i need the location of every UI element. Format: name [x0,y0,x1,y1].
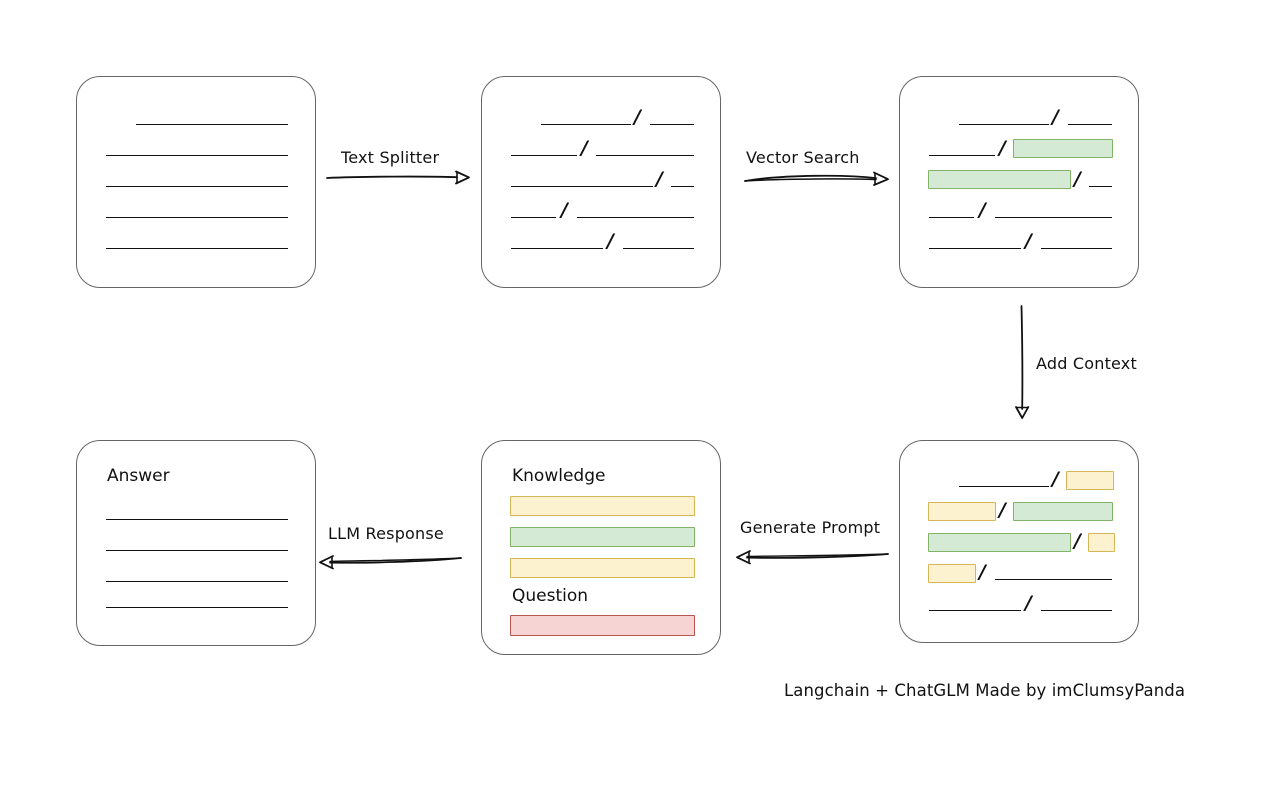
split-separator: / [1025,592,1032,614]
split-row-segment [1089,186,1112,187]
knowledge-bar[interactable] [510,496,695,516]
split-row-segment [929,610,1021,611]
split-separator: / [1025,230,1032,252]
prompt-box[interactable]: Knowledge Question [481,440,721,655]
split-row-segment [929,155,995,156]
question-label: Question [512,586,589,606]
vector-matched-document-box[interactable]: / / / / / [899,76,1139,288]
edge-label-llm-response: LLM Response [328,524,444,543]
footer-credit: Langchain + ChatGLM Made by imClumsyPand… [784,681,1186,700]
split-row-segment [541,124,631,125]
document-line [106,155,288,156]
split-separator: / [999,137,1006,159]
context-chunk-chip[interactable] [928,502,996,521]
split-separator: / [656,168,663,190]
split-separator: / [634,106,641,128]
arrow-llm-response [319,555,462,570]
split-row-segment [511,186,653,187]
matched-chunk-chip[interactable] [928,533,1071,552]
split-row-segment [1068,124,1112,125]
split-row-segment [929,217,974,218]
split-row-segment [995,579,1112,580]
split-separator: / [1074,530,1081,552]
split-row-segment [929,248,1021,249]
answer-line [106,550,288,551]
split-row-segment [650,124,694,125]
split-row-segment [671,186,694,187]
context-chunk-chip[interactable] [1088,533,1115,552]
split-row-segment [959,124,1049,125]
document-line [136,124,288,125]
matched-chunk-chip[interactable] [1013,502,1113,521]
document-line [106,186,288,187]
matched-chunk-chip[interactable] [1013,139,1113,158]
matched-chunk-chip[interactable] [928,170,1071,189]
split-row-segment [511,155,577,156]
answer-line [106,581,288,582]
split-separator: / [979,199,986,221]
answer-box[interactable]: Answer [76,440,316,646]
split-row-segment [1041,610,1112,611]
knowledge-bar[interactable] [510,558,695,578]
answer-line [106,519,288,520]
split-separator: / [999,499,1006,521]
context-chunk-chip[interactable] [1066,471,1114,490]
split-separator: / [561,199,568,221]
edge-label-text-splitter: Text Splitter [341,148,440,167]
context-chunk-chip[interactable] [928,564,976,583]
split-row-segment [995,217,1112,218]
arrow-add-context [1015,305,1030,419]
split-separator: / [607,230,614,252]
arrow-generate-prompt [736,550,889,565]
split-separator: / [581,137,588,159]
edge-label-vector-search: Vector Search [746,148,860,167]
document-line [106,248,288,249]
context-document-box[interactable]: / / / / / [899,440,1139,643]
split-separator: / [979,561,986,583]
split-separator: / [1052,468,1059,490]
answer-label: Answer [107,466,170,486]
split-row-segment [577,217,694,218]
edge-label-add-context: Add Context [1036,354,1137,373]
knowledge-bar[interactable] [510,527,695,547]
document-line [106,217,288,218]
answer-line [106,607,288,608]
split-row-segment [596,155,694,156]
split-document-box[interactable]: / / / / / [481,76,721,288]
split-separator: / [1074,168,1081,190]
split-row-segment [623,248,694,249]
knowledge-label: Knowledge [512,466,606,486]
question-bar[interactable] [510,615,695,636]
split-row-segment [511,248,603,249]
split-row-segment [511,217,556,218]
source-document-box[interactable] [76,76,316,288]
split-row-segment [1041,248,1112,249]
edge-label-generate-prompt: Generate Prompt [740,518,881,537]
split-separator: / [1052,106,1059,128]
split-row-segment [959,486,1049,487]
